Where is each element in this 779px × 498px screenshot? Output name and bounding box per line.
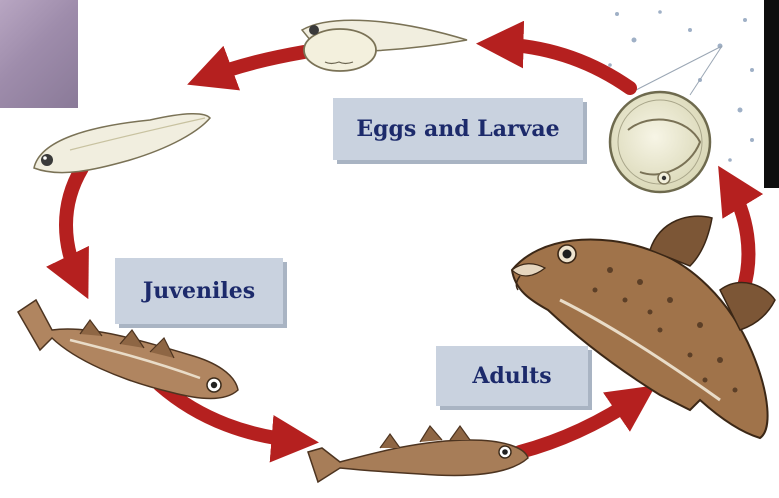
young-cod-icon — [308, 426, 528, 482]
label-eggs-and-larvae: Eggs and Larvae — [333, 98, 583, 160]
label-adults: Adults — [436, 346, 588, 406]
cod-larva-icon — [34, 114, 210, 173]
arrow-adult-to-egg — [728, 182, 748, 290]
label-eggs-and-larvae-text: Eggs and Larvae — [356, 116, 559, 142]
cod-egg-icon — [610, 92, 710, 192]
label-adults-text: Adults — [472, 363, 551, 389]
label-juveniles: Juveniles — [115, 258, 283, 324]
magnify-line — [690, 46, 722, 95]
magnify-line — [636, 46, 722, 90]
cod-larva-yolk-icon — [302, 20, 467, 71]
label-juveniles-text: Juveniles — [143, 278, 255, 304]
arrow-larva-to-larva — [205, 52, 304, 78]
arrow-larva-to-juvenile — [66, 168, 82, 282]
